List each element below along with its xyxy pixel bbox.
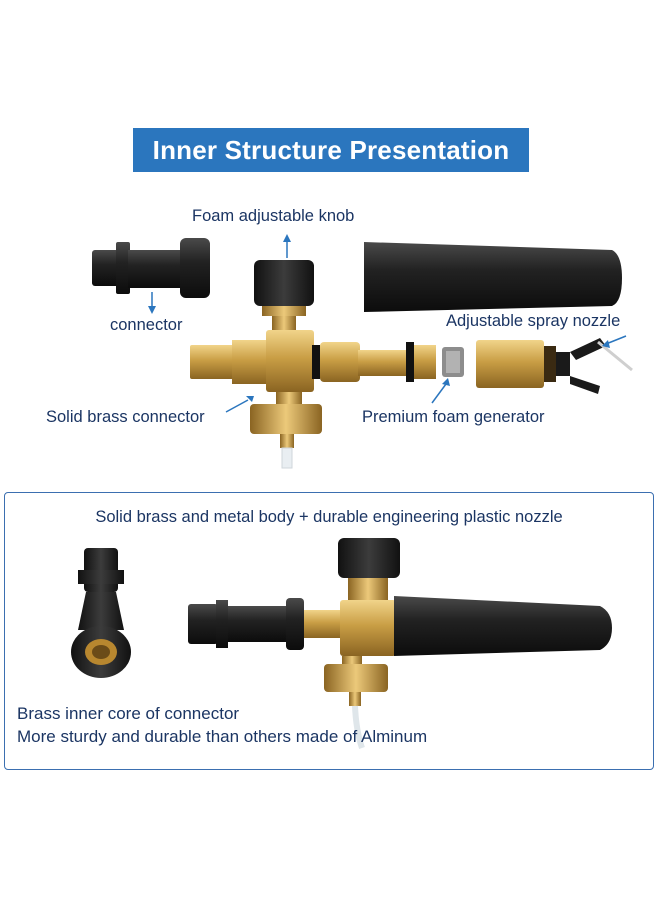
- assembled-lance-part: [188, 538, 612, 749]
- detail-panel: Solid brass and metal body + durable eng…: [4, 492, 654, 770]
- arrow-foam-knob: [283, 234, 291, 258]
- note-line-1: Brass inner core of connector: [17, 704, 240, 723]
- label-foam-knob: Foam adjustable knob: [192, 207, 355, 225]
- foam-generator-part: [442, 347, 464, 377]
- arrow-brass-connector: [225, 396, 254, 413]
- arrow-foam-generator: [431, 378, 450, 404]
- label-foam-generator: Premium foam generator: [362, 408, 545, 426]
- arrow-spray-nozzle: [602, 335, 627, 348]
- title-banner: Inner Structure Presentation: [133, 128, 529, 172]
- page-title: Inner Structure Presentation: [152, 134, 510, 165]
- label-brass-connector: Solid brass connector: [46, 408, 205, 426]
- label-spray-nozzle: Adjustable spray nozzle: [446, 312, 621, 330]
- note-line-2: More sturdy and durable than others made…: [17, 727, 428, 746]
- spray-nozzle-part: [476, 338, 633, 394]
- connector-closeup-part: [71, 548, 131, 678]
- foam-knob-part: [254, 260, 314, 334]
- arrow-connector: [148, 292, 156, 314]
- nozzle-housing-part: [364, 242, 622, 312]
- label-connector: connector: [110, 316, 183, 334]
- connector-part: [92, 238, 210, 298]
- brass-body-part: [190, 330, 436, 469]
- panel-heading: Solid brass and metal body + durable eng…: [95, 508, 563, 526]
